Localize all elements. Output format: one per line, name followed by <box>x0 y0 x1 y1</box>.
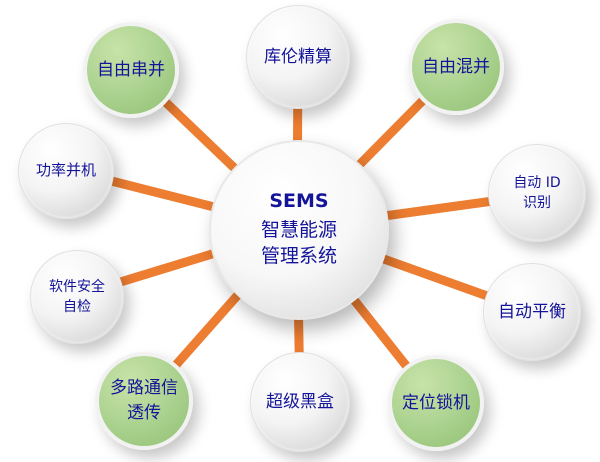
node-n6: 软件安全 自检 <box>30 250 124 344</box>
node-n10: 定位锁机 <box>388 355 484 451</box>
hub-subtitle-line1: 智慧能源 <box>260 219 337 242</box>
node-n8: 多路通信 透传 <box>95 352 193 450</box>
node-n5: 自动 ID 识别 <box>488 144 586 242</box>
node-n2: 库伦精算 <box>246 5 350 109</box>
node-n9: 超级黑盒 <box>250 352 350 452</box>
hub-title: SEMS <box>269 190 329 213</box>
center-hub: SEMS 智慧能源 管理系统 <box>209 140 389 320</box>
hub-subtitle-line2: 管理系统 <box>260 245 337 267</box>
node-n4: 功率并机 <box>18 123 114 219</box>
node-n3: 自由混并 <box>408 19 504 115</box>
node-n1: 自由串并 <box>83 22 179 118</box>
node-n7: 自动平衡 <box>483 263 581 361</box>
